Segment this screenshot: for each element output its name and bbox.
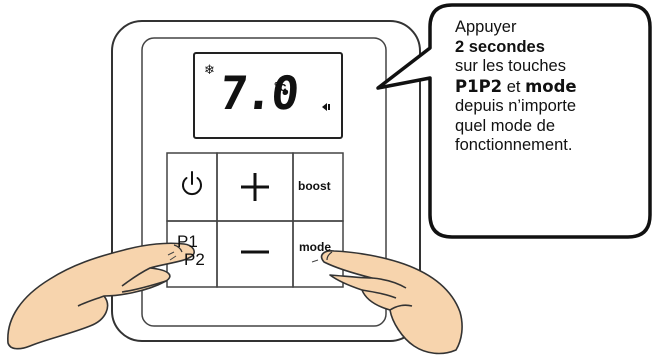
callout-line-1: Appuyer [455,18,517,36]
p1-label: P1 [177,232,198,251]
thermostat-frame [111,20,421,342]
callout-line-2: 2 secondes [455,37,545,56]
thermostat-faceplate [141,37,387,327]
callout-key-mode: mode [525,76,577,96]
callout-text: Appuyer 2 secondes sur les touches P1P2 … [455,18,645,156]
mode-label: mode [299,240,332,254]
callout-line-6: quel mode de [455,116,555,135]
press-marks [167,251,319,263]
minus-button[interactable] [216,220,294,288]
boost-label: boost [298,179,331,193]
callout-line-5: depuis n’importe [455,97,577,115]
temperature-unit: °c [274,79,287,94]
power-button[interactable] [166,152,218,222]
callout-line-7: fonctionnement. [455,136,573,154]
plus-icon [241,173,269,201]
lcd-screen [193,52,343,139]
callout-bubble [376,3,652,239]
right-hand [320,250,463,355]
callout-and: et [502,77,526,96]
temperature-display: 7.0 [217,66,300,120]
callout-line-3: sur les touches [455,57,566,75]
power-icon [182,171,202,196]
p2-label: P2 [184,250,205,269]
callout-line-4: P1P2 et mode [455,77,645,98]
callout-key-p1p2: P1P2 [455,76,503,96]
left-hand [7,242,195,350]
speaker-icon [322,103,330,111]
snowflake-icon: ❄ [204,63,215,78]
